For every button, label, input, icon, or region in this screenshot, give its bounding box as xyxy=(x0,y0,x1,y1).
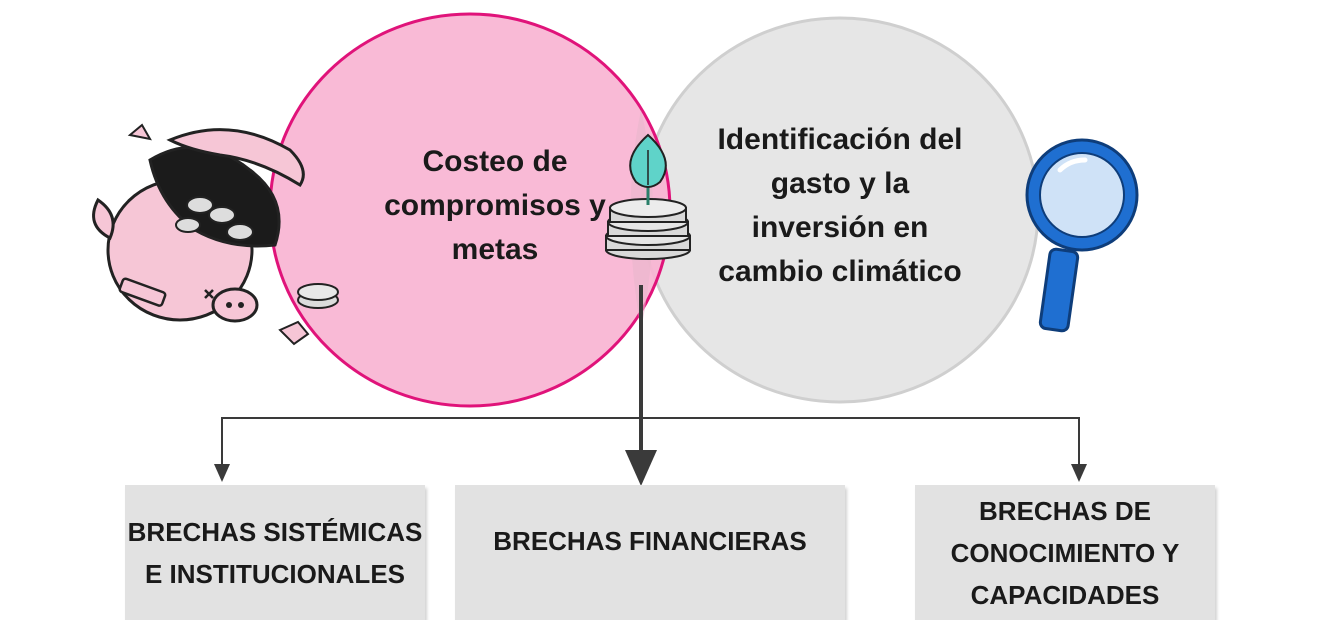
broken-piggy-bank-icon xyxy=(92,123,339,346)
box-brechas-financieras: BRECHAS FINANCIERAS xyxy=(455,485,845,620)
coins-with-sprout-icon xyxy=(605,133,691,260)
horizontal-connector xyxy=(221,417,1080,470)
right-circle-label: Identificación del gasto y la inversión … xyxy=(717,123,963,288)
box-label: BRECHAS DE CONOCIMIENTO Y CAPACIDADES xyxy=(950,495,1180,610)
box-brechas-conocimiento: BRECHAS DE CONOCIMIENTO Y CAPACIDADES xyxy=(915,485,1215,620)
left-circle-label: Costeo de compromisos y metas xyxy=(384,145,606,266)
box-label: BRECHAS FINANCIERAS xyxy=(493,525,807,556)
box-label: BRECHAS SISTÉMICAS E INSTITUCIONALES xyxy=(127,516,423,589)
magnifying-glass-icon xyxy=(1025,138,1139,333)
box-brechas-sistemicas: BRECHAS SISTÉMICAS E INSTITUCIONALES xyxy=(125,485,425,620)
